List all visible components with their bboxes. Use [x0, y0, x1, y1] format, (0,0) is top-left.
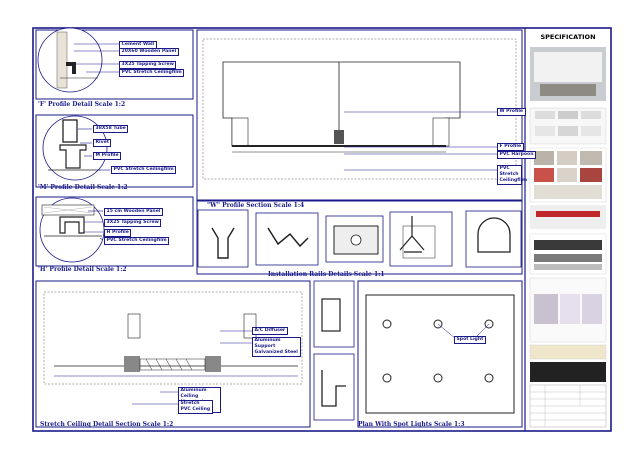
tag-tapping-screw: 3X25 Tapping Screw	[119, 61, 177, 69]
rail-profile-5	[465, 210, 522, 268]
tag-pvc-film: PVC Stretch Ceilingfilm	[497, 165, 527, 185]
tag-rivet: Rivet	[93, 139, 112, 147]
h-profile-detail	[35, 196, 194, 267]
tag-h-profile: H Profile	[104, 229, 132, 237]
rail-w-profile	[197, 209, 249, 268]
tag-f-profile: F Profile	[497, 143, 524, 151]
spot-light	[433, 373, 443, 383]
plan-spot-lights	[357, 280, 523, 428]
specification-panel	[529, 47, 607, 428]
spot-light	[382, 319, 392, 329]
rail-profile-2	[255, 212, 319, 266]
tag-pvc-film: PVC Stretch Ceilingfilm	[104, 237, 170, 245]
stretch-section-title: Stretch Ceiling Detail Section Scale 1:2	[40, 421, 174, 428]
w-section-title: "W" Profile Section Scale 1:4	[207, 202, 305, 209]
tag-aluminum-support: Aluminum Support Galvanized Steel	[252, 337, 301, 357]
h-profile-title: 'H' Profile Detail Scale 1:2	[38, 266, 127, 273]
rail-profile-4	[389, 211, 453, 267]
plan-title: Plan With Spot Lights Scale 1:3	[358, 421, 465, 428]
tag-stretch-pvc: Stretch PVC Ceiling	[178, 400, 213, 414]
specification-title: SPECIFICATION	[540, 33, 596, 41]
m-profile-title: 'M' Profile Detail Scale 1:2	[38, 184, 128, 191]
tag-pvc-harpoon: PVC Harpoon	[497, 151, 536, 159]
tag-wooden-panel: 15 cm Wooden Panel	[104, 208, 163, 216]
tag-pvc-film: PVC Stretch Ceilingfilm	[119, 69, 185, 77]
tag-m-profile: M Profile	[93, 152, 122, 160]
rails-title: Installation Rails Details Scale 1:1	[268, 271, 385, 278]
m-profile-detail	[35, 114, 194, 188]
sheet-border	[32, 27, 612, 432]
tag-tapping-screw: 3X25 Tapping Screw	[104, 219, 162, 227]
spot-light	[382, 373, 392, 383]
tag-spot-light: Spot Light	[454, 336, 486, 344]
tag-w-profile: W Profile	[497, 108, 526, 116]
spot-light	[484, 373, 494, 383]
f-profile-detail	[35, 27, 194, 100]
f-profile-title: 'F' Profile Detail Scale 1:2	[38, 101, 126, 108]
w-profile-section	[196, 29, 523, 201]
stretch-ceiling-section	[35, 280, 311, 428]
tag-tube: 38X58 Tube	[93, 125, 129, 133]
installation-rails	[196, 200, 523, 275]
tag-pvc-film: PVC Stretch Ceilingfilm	[111, 166, 177, 174]
tag-ac-diffuser: A/C Diffuser	[252, 327, 288, 335]
rail-profile-3	[325, 215, 384, 263]
small-rail-details	[313, 280, 355, 421]
tag-wooden-panel: 20X60 Wooden Panel	[119, 48, 179, 56]
